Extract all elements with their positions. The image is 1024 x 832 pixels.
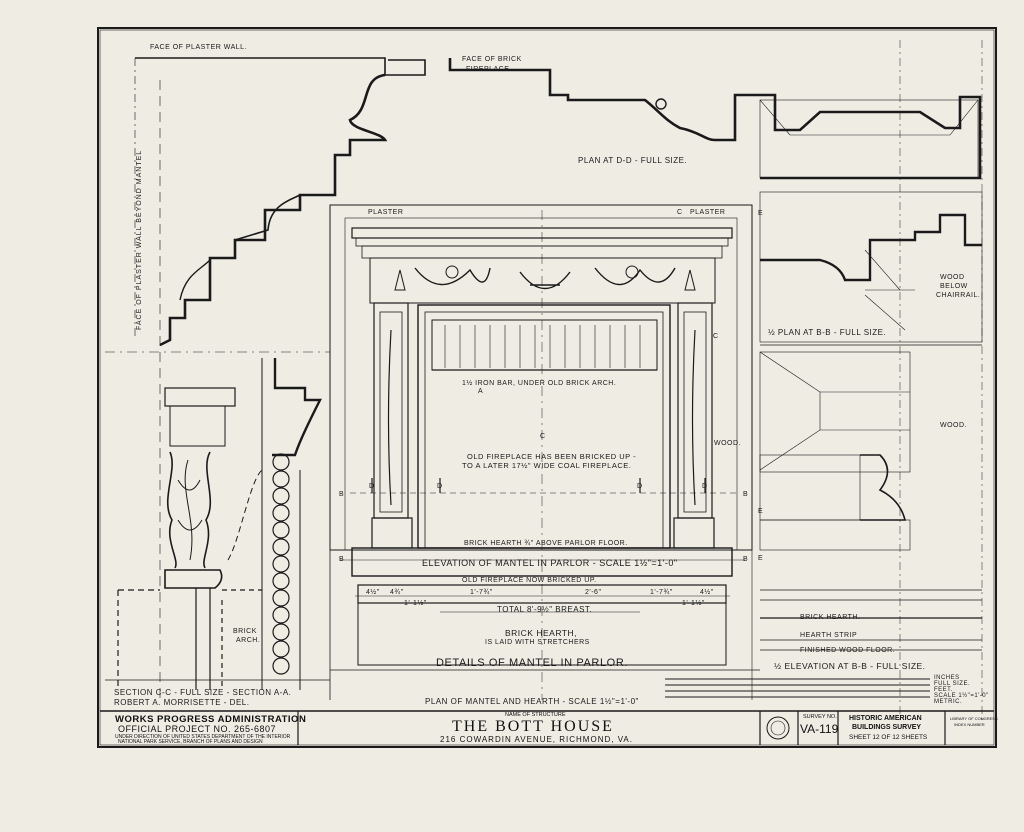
label-b-right2: B bbox=[743, 556, 749, 563]
label-old-fireplace-1: OLD FIREPLACE HAS BEEN BRICKED UP - bbox=[467, 452, 637, 461]
label-brick-hearth-2: IS LAID WITH STRETCHERS bbox=[485, 639, 590, 646]
label-elevation-mantel: ELEVATION OF MANTEL IN PARLOR - SCALE 1½… bbox=[422, 558, 678, 568]
label-wood-below-3: CHAIRRAIL. bbox=[936, 292, 981, 299]
dim-b: 4¾" bbox=[390, 589, 404, 596]
label-d3: D bbox=[637, 483, 643, 490]
label-plan-mantel-hearth: PLAN OF MANTEL AND HEARTH - SCALE 1½"=1'… bbox=[425, 697, 639, 706]
dim-f: 4½" bbox=[700, 589, 714, 596]
label-b-right: B bbox=[743, 491, 749, 498]
label-face-plaster-wall: FACE OF PLASTER WALL. bbox=[150, 44, 247, 51]
tb-under-1: UNDER DIRECTION OF UNITED STATES DEPARTM… bbox=[115, 734, 291, 740]
tb-habs-2: BUILDINGS SURVEY bbox=[852, 724, 922, 731]
dim-d: 2'-6" bbox=[585, 589, 602, 596]
label-wood-below-1: WOOD bbox=[940, 274, 965, 281]
dim-e: 1'-7¾" bbox=[650, 589, 673, 596]
label-face-plaster-wall-beyond: FACE OF PLASTER WALL BEYOND MANTEL bbox=[136, 149, 143, 330]
tb-name-label: NAME OF STRUCTURE bbox=[505, 712, 566, 718]
label-d2: D bbox=[437, 483, 443, 490]
label-finished-floor: FINISHED WOOD FLOOR. bbox=[800, 647, 896, 654]
label-e3: E bbox=[758, 555, 764, 562]
label-brick-hearth-above: BRICK HEARTH ¾" ABOVE PARLOR FLOOR. bbox=[464, 540, 628, 547]
scale-feet: FEET. bbox=[934, 687, 953, 693]
dim-a: 4½" bbox=[366, 589, 380, 596]
tb-address: 216 COWARDIN AVENUE, RICHMOND, VA. bbox=[440, 735, 633, 744]
tb-under-2: NATIONAL PARK SERVICE, BRANCH OF PLANS A… bbox=[118, 739, 263, 745]
tb-structure-name: THE BOTT HOUSE bbox=[452, 718, 614, 735]
tb-loc-1: LIBRARY OF CONGRESS bbox=[950, 716, 998, 721]
label-hearth-strip: HEARTH STRIP bbox=[800, 632, 858, 639]
tb-survey-label: SURVEY NO. bbox=[803, 714, 837, 720]
label-d1: D bbox=[369, 483, 375, 490]
label-c-mid: C bbox=[540, 433, 546, 440]
label-brick-arch-2: ARCH. bbox=[236, 637, 261, 644]
tb-project: OFFICIAL PROJECT NO. 265-6807 bbox=[118, 724, 277, 734]
tb-agency: WORKS PROGRESS ADMINISTRATION bbox=[115, 714, 307, 725]
scale-inches: INCHES bbox=[934, 675, 960, 681]
label-c-top: C bbox=[677, 209, 683, 216]
label-e2: E bbox=[758, 508, 764, 515]
scale-ratio: SCALE 1½"=1'-0" bbox=[934, 693, 989, 699]
label-plaster-right: PLASTER bbox=[690, 209, 726, 216]
label-wood-mid: WOOD. bbox=[714, 440, 741, 447]
label-d4: D bbox=[702, 483, 708, 490]
tb-sheet: SHEET 12 OF 12 SHEETS bbox=[849, 734, 928, 741]
label-e1: E bbox=[758, 210, 764, 217]
label-details-mantel: DETAILS OF MANTEL IN PARLOR. bbox=[436, 657, 629, 669]
label-brick-arch-1: BRICK bbox=[233, 628, 257, 635]
dim-g: 1'-1½" bbox=[404, 600, 427, 607]
label-plan-dd: PLAN AT D-D - FULL SIZE. bbox=[578, 156, 688, 165]
label-plaster-left: PLASTER bbox=[368, 209, 404, 216]
label-section-cc: SECTION C-C - FULL SIZE - SECTION A-A. bbox=[114, 688, 292, 697]
label-iron-bar: 1½ IRON BAR, UNDER OLD BRICK ARCH. bbox=[462, 380, 617, 387]
label-old-fireplace-bricked: OLD FIREPLACE NOW BRICKED UP. bbox=[462, 577, 597, 584]
label-b-left: B bbox=[339, 491, 345, 498]
label-morrisette: ROBERT A. MORRISETTE - DEL. bbox=[114, 698, 250, 707]
scale-metric: METRIC. bbox=[934, 699, 963, 705]
tb-habs-1: HISTORIC AMERICAN bbox=[849, 715, 922, 722]
dim-c: 1'-7¾" bbox=[470, 589, 493, 596]
scale-full-size: FULL SIZE. bbox=[934, 681, 971, 687]
label-total-breast: TOTAL 8'-9½" BREAST. bbox=[497, 605, 593, 614]
label-old-fireplace-2: TO A LATER 17½" WIDE COAL FIREPLACE. bbox=[462, 461, 632, 470]
label-wood-below-2: BELOW bbox=[940, 283, 968, 290]
label-a-mark: A bbox=[478, 388, 484, 395]
tb-loc-2: INDEX NUMBER bbox=[954, 722, 985, 727]
label-c-right: C bbox=[713, 333, 719, 340]
label-face-brick-2: FIREPLACE. bbox=[466, 66, 512, 73]
label-half-elev-bb: ½ ELEVATION AT B-B - FULL SIZE. bbox=[774, 661, 926, 671]
tb-survey-no: VA-119 bbox=[800, 722, 839, 736]
label-face-brick-1: FACE OF BRICK bbox=[462, 56, 522, 63]
label-half-plan-bb: ½ PLAN AT B-B - FULL SIZE. bbox=[768, 328, 887, 337]
label-wood-right: WOOD. bbox=[940, 422, 967, 429]
label-b-left2: B bbox=[339, 556, 345, 563]
dim-h: 1'-1½" bbox=[682, 600, 705, 607]
label-brick-hearth-1: BRICK HEARTH, bbox=[505, 628, 577, 638]
label-brick-hearth-r: BRICK HEARTH. bbox=[800, 614, 861, 621]
